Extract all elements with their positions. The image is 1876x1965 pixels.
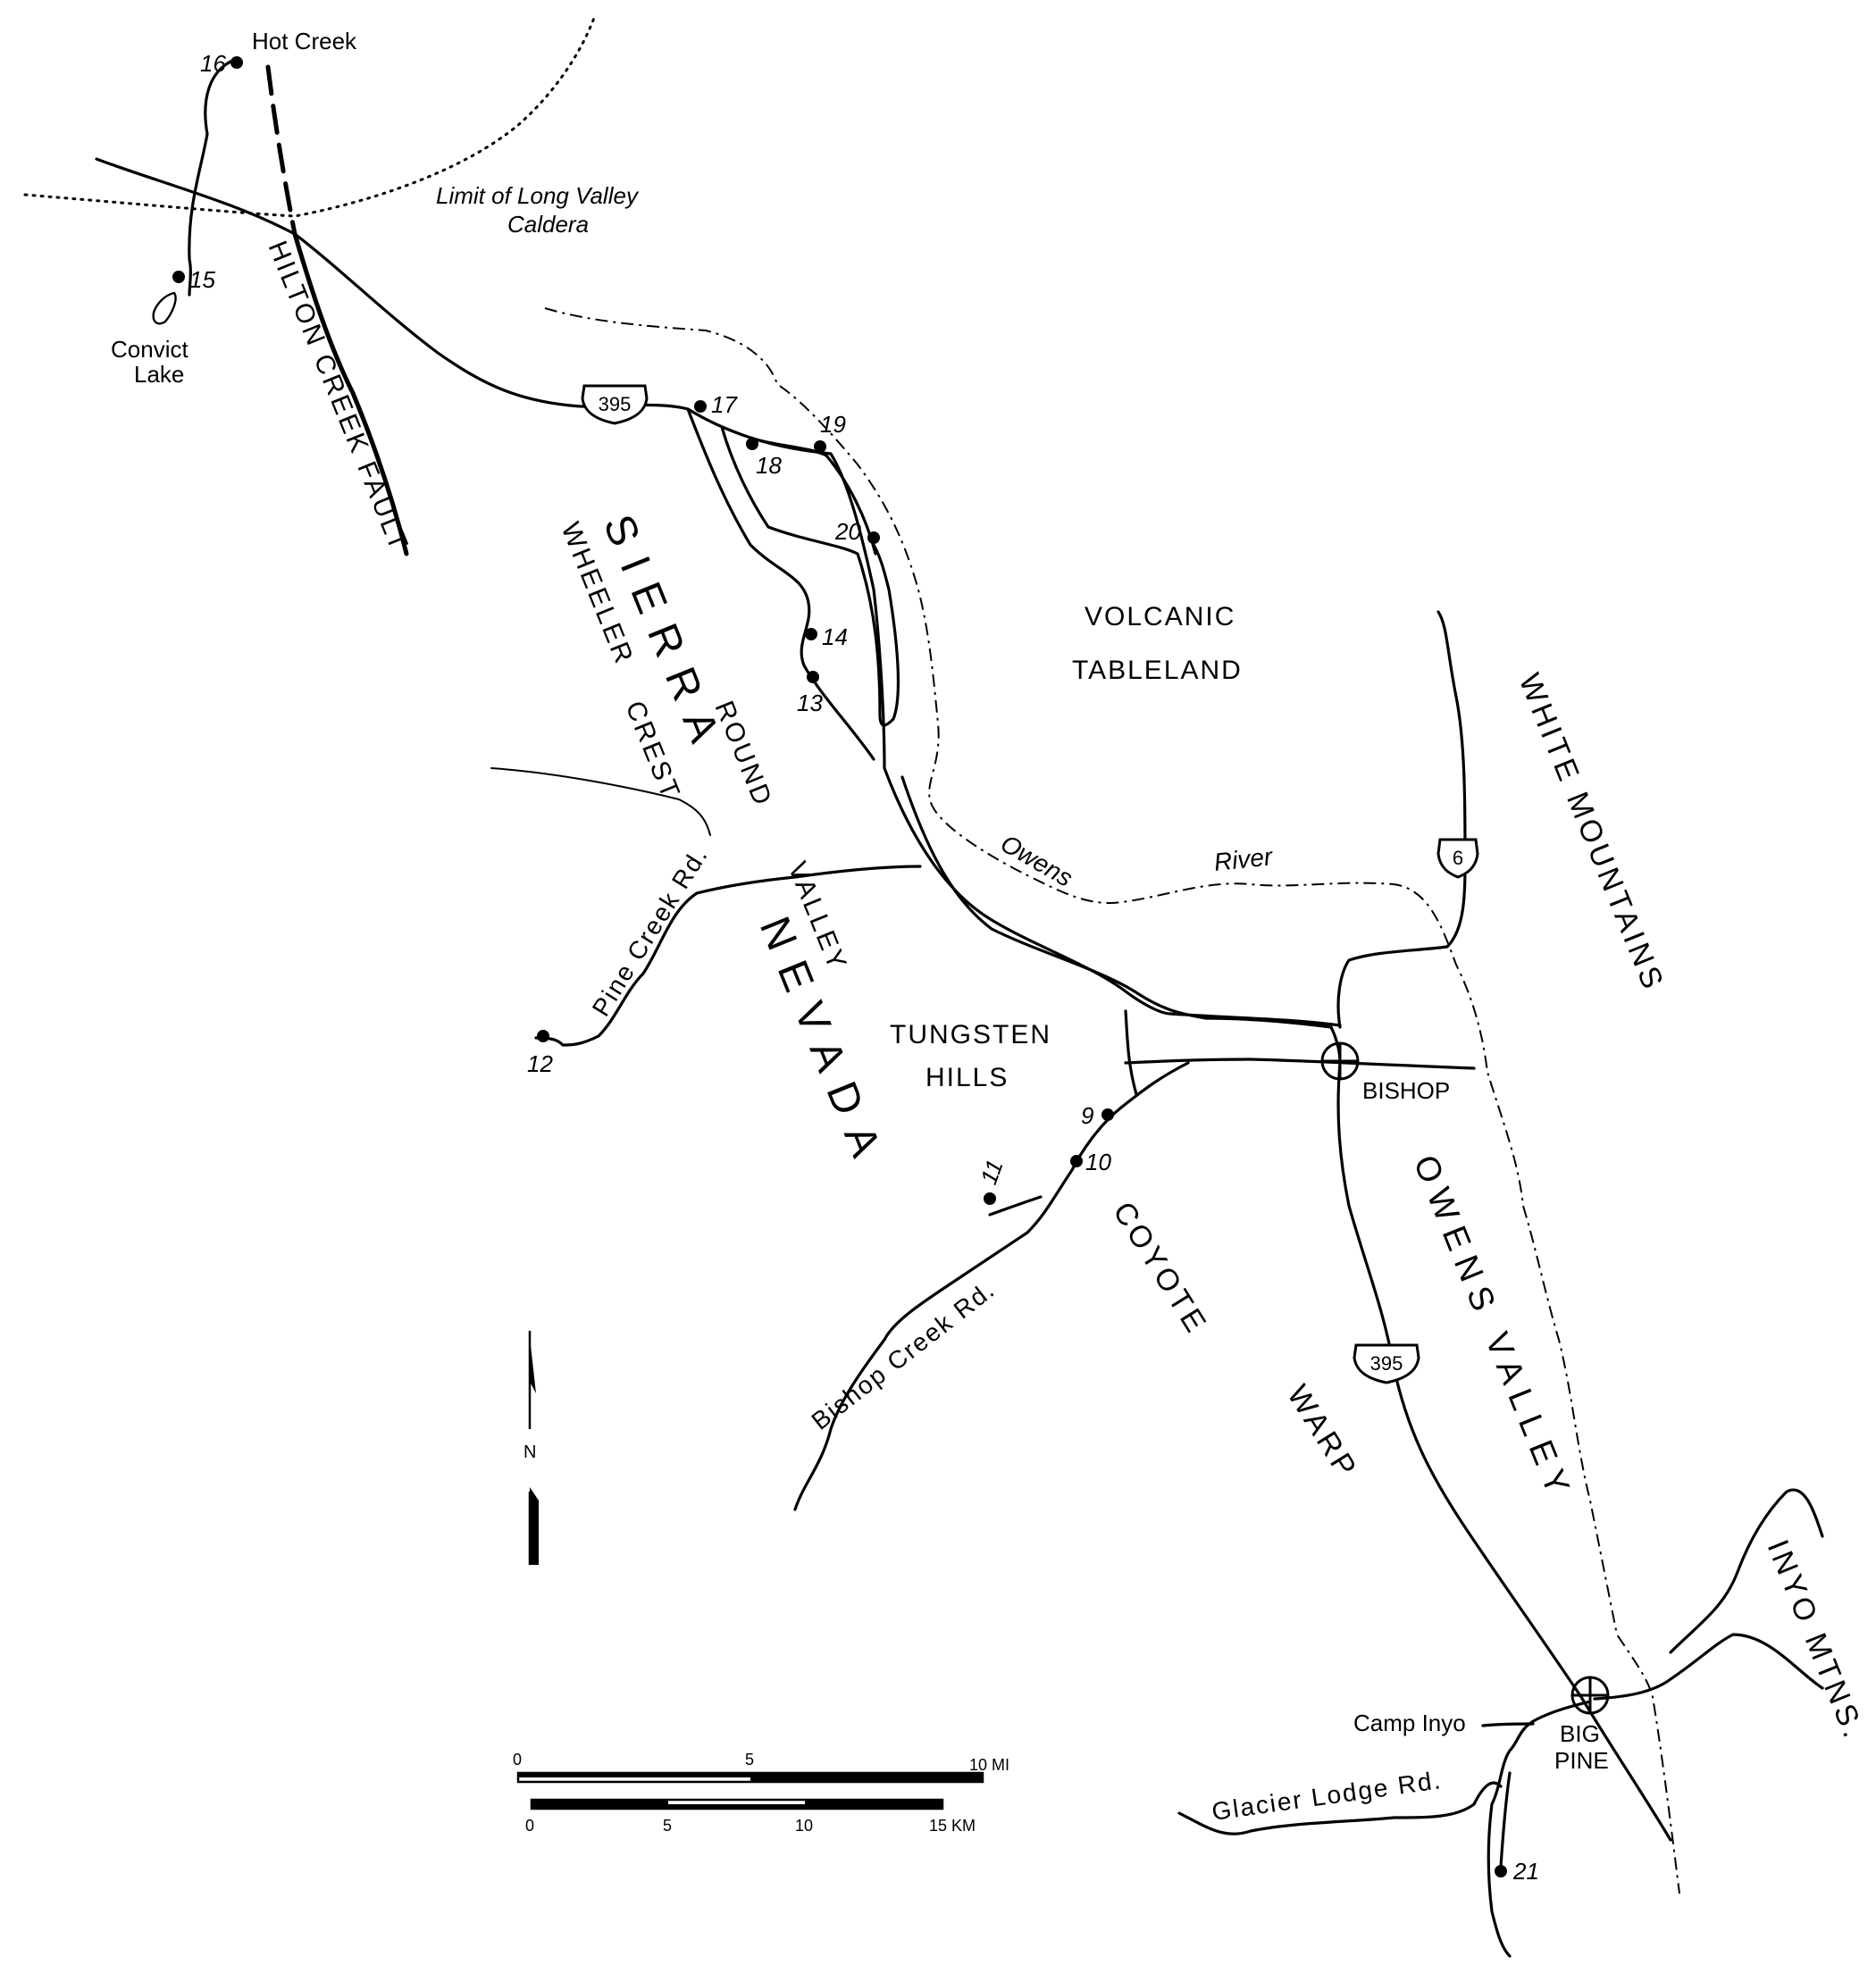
scale-km-15: 15 KM bbox=[929, 1817, 976, 1835]
site-dot-19 bbox=[814, 440, 826, 453]
pine-creek-road-line bbox=[534, 865, 922, 1047]
us-395-south-label: 395 bbox=[1370, 1352, 1403, 1375]
north-arrow: N bbox=[523, 1329, 539, 1565]
site-markers: 9 10 11 12 13 14 15 16 17 18 19 20 21 bbox=[172, 50, 1539, 1885]
convict-label-1: Convict bbox=[111, 336, 188, 363]
bishop-town-marker bbox=[1320, 1041, 1360, 1081]
convict-label-2: Lake bbox=[134, 361, 184, 388]
site-dot-17 bbox=[694, 400, 707, 413]
scale-km-0: 0 bbox=[525, 1817, 534, 1835]
inyo-mtns-label: INYO MTNS. bbox=[1761, 1535, 1872, 1745]
bishop-cross-road bbox=[1124, 1058, 1476, 1070]
hilton-creek-fault-label: HILTON CREEK FAULT bbox=[263, 237, 415, 556]
big-pine-east-road bbox=[1593, 1633, 1824, 1701]
site-number-15: 15 bbox=[189, 266, 215, 293]
site-number-16: 16 bbox=[200, 50, 226, 77]
caldera-boundary bbox=[23, 16, 596, 218]
loop-road-east bbox=[749, 436, 877, 556]
caldera-label-1: Limit of Long Valley bbox=[436, 182, 640, 209]
owens-river bbox=[544, 307, 1680, 1894]
hot-creek-label: Hot Creek bbox=[252, 28, 357, 54]
tungsten-label: TUNGSTEN bbox=[890, 1020, 1051, 1049]
site-dot-16 bbox=[230, 56, 243, 69]
site-number-17: 17 bbox=[711, 391, 738, 418]
tableland-label: TABLELAND bbox=[1072, 656, 1243, 685]
us-395-shield-north: 395 bbox=[581, 384, 649, 425]
wheeler-crest-line bbox=[490, 767, 711, 836]
camp-inyo-road bbox=[1481, 1722, 1535, 1727]
loop-road-west bbox=[686, 407, 875, 761]
scale-bar: 0 5 10 MI 0 5 10 15 KM bbox=[513, 1751, 1009, 1835]
us-395-shield-south: 395 bbox=[1353, 1343, 1420, 1384]
site-dot-14 bbox=[805, 628, 817, 640]
scale-km-5: 5 bbox=[663, 1817, 672, 1835]
owens-river-label-2: River bbox=[1212, 842, 1275, 876]
pine-creek-road-label: Pine Creek Rd. bbox=[587, 841, 714, 1021]
volcanic-label: VOLCANIC bbox=[1085, 602, 1235, 631]
scale-km-10: 10 bbox=[795, 1817, 813, 1835]
site-dot-13 bbox=[807, 671, 819, 683]
site-dot-10 bbox=[1070, 1155, 1083, 1167]
owens-valley-label: OWENS VALLEY bbox=[1406, 1150, 1579, 1508]
site-dot-11 bbox=[984, 1192, 996, 1205]
site-number-19: 19 bbox=[820, 411, 846, 438]
site-number-20: 20 bbox=[834, 518, 861, 545]
bishop-north-road bbox=[1336, 856, 1467, 1029]
site-21-road bbox=[1499, 1771, 1512, 1869]
scale-mi-0: 0 bbox=[513, 1751, 522, 1768]
us-6-shield: 6 bbox=[1436, 838, 1479, 879]
site-number-9: 9 bbox=[1081, 1102, 1093, 1129]
site-number-14: 14 bbox=[822, 623, 848, 650]
glacier-lodge-road-line bbox=[1177, 1781, 1503, 1835]
convict-lake-outline bbox=[152, 291, 177, 325]
tungsten-connector bbox=[1124, 1009, 1138, 1096]
site-number-13: 13 bbox=[797, 690, 823, 716]
camp-inyo-label: Camp Inyo bbox=[1353, 1710, 1466, 1736]
white-mountains-label: WHITE MOUNTAINS bbox=[1512, 669, 1671, 997]
us-6-label: 6 bbox=[1453, 847, 1463, 869]
site-dot-20 bbox=[867, 531, 880, 544]
bishop-label: BISHOP bbox=[1362, 1077, 1450, 1104]
hot-creek-road bbox=[188, 59, 234, 297]
loop-road-inner bbox=[720, 425, 900, 727]
scale-mi-5: 5 bbox=[745, 1751, 754, 1768]
site-dot-18 bbox=[746, 438, 758, 450]
us-395-south bbox=[900, 775, 1672, 1842]
big-pine-town-marker bbox=[1570, 1676, 1610, 1715]
inyo-road bbox=[1669, 1488, 1824, 1654]
hilton-creek-fault-solid bbox=[292, 231, 409, 556]
us-6 bbox=[1436, 610, 1467, 859]
site-number-10: 10 bbox=[1085, 1149, 1111, 1175]
site-11-spur bbox=[988, 1195, 1043, 1217]
scale-mi-10: 10 MI bbox=[969, 1756, 1009, 1774]
owens-river-label-1: Owens bbox=[996, 829, 1077, 891]
hills-label: HILLS bbox=[925, 1063, 1009, 1092]
caldera-label-2: Caldera bbox=[507, 211, 589, 238]
site-dot-21 bbox=[1495, 1865, 1507, 1877]
site-number-11: 11 bbox=[975, 1156, 1008, 1188]
site-number-21: 21 bbox=[1512, 1858, 1539, 1885]
north-label: N bbox=[523, 1442, 536, 1462]
pine-label: PINE bbox=[1554, 1747, 1609, 1774]
big-label: BIG bbox=[1560, 1720, 1600, 1747]
warp-label: WARP bbox=[1280, 1379, 1364, 1485]
site-number-18: 18 bbox=[756, 452, 782, 479]
hilton-creek-fault-dashed bbox=[265, 64, 297, 237]
round-label: ROUND bbox=[709, 697, 778, 811]
site-dot-9 bbox=[1101, 1108, 1114, 1121]
site-dot-15 bbox=[172, 271, 185, 283]
us-395-north-label: 395 bbox=[599, 393, 632, 415]
coyote-label: COYOTE bbox=[1106, 1196, 1214, 1341]
site-number-12: 12 bbox=[527, 1050, 553, 1077]
bishop-creek-road-label: Bishop Creek Rd. bbox=[807, 1275, 1001, 1434]
site-dot-12 bbox=[537, 1030, 549, 1042]
